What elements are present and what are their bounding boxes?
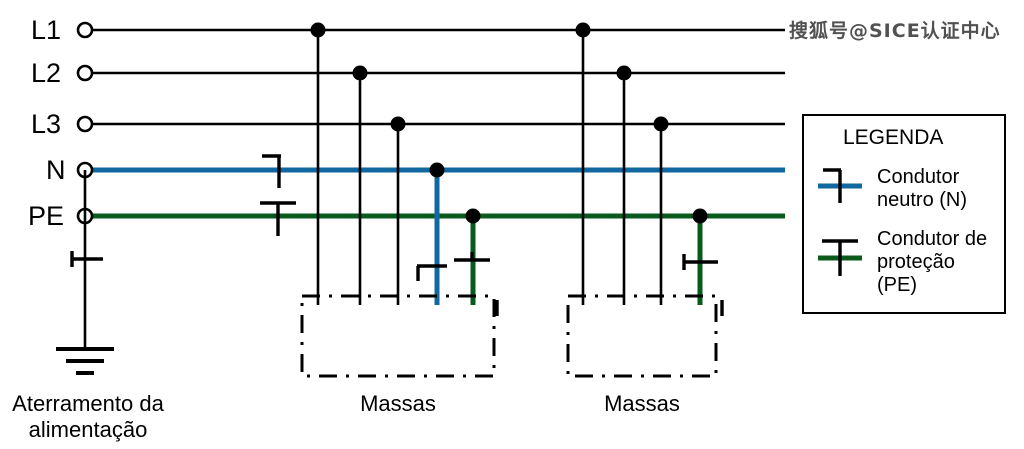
junction-dot-PE-group1 [465,208,481,224]
legend-protective-label-line2: proteção [877,251,955,273]
bus-label-L2: L2 [31,58,62,88]
earth-ground-symbol [56,347,114,375]
legend-box [802,114,1006,314]
junction-dot-PE-group2 [692,208,708,224]
neutral-conductor-marker [262,154,281,188]
supply-earth-conductor [56,170,114,375]
legend-protective-symbol [818,239,862,276]
legend-neutral-symbol [818,168,862,203]
supply-earth-caption-line1: Aterramento da [12,391,164,416]
protective-marker-group2 [682,254,718,270]
load-group-2-drops [575,22,724,316]
load-group-1-caption: Massas [360,391,436,416]
bus-label-L3: L3 [31,109,62,139]
junction-dot-N-group1 [429,162,445,178]
protective-marker-group1 [454,252,490,262]
bus-label-L1: L1 [31,15,62,45]
legend-title: LEGENDA [843,126,944,149]
bus-label-N: N [46,155,66,185]
legend-neutral-label-line2: neutro (N) [877,189,968,211]
terminal-circle-L1 [76,21,94,39]
junction-dot-L1-group1 [310,22,326,38]
load-group-1-drops [310,22,499,316]
terminal-circle-L2 [76,64,94,82]
bus-label-PE: PE [28,201,65,231]
terminal-circle-L3 [76,115,94,133]
protective-conductor-marker [260,201,296,236]
supply-earth-caption-line2: alimentação [28,417,148,442]
neutral-marker-group1 [416,264,447,281]
source-terminals [76,21,94,225]
junction-dot-L2-group2 [616,65,632,81]
conductor-type-markers [260,154,296,236]
load-group-1-enclosure [300,294,496,378]
junction-dot-L3-group1 [390,116,406,132]
junction-dot-L1-group2 [575,22,591,38]
watermark-text: 搜狐号@SICE认证中心 [789,20,1001,42]
legend-protective-label-line1: Condutor de [877,228,988,250]
load-group-2-caption: Massas [604,391,680,416]
legend-neutral-label-line1: Condutor [877,166,960,188]
junction-dot-L2-group1 [352,65,368,81]
junction-dot-L3-group2 [653,116,669,132]
pe-marker-supply [70,251,103,267]
legend-protective-label-line3: (PE) [877,274,917,296]
load-group-2-enclosure [566,294,718,378]
